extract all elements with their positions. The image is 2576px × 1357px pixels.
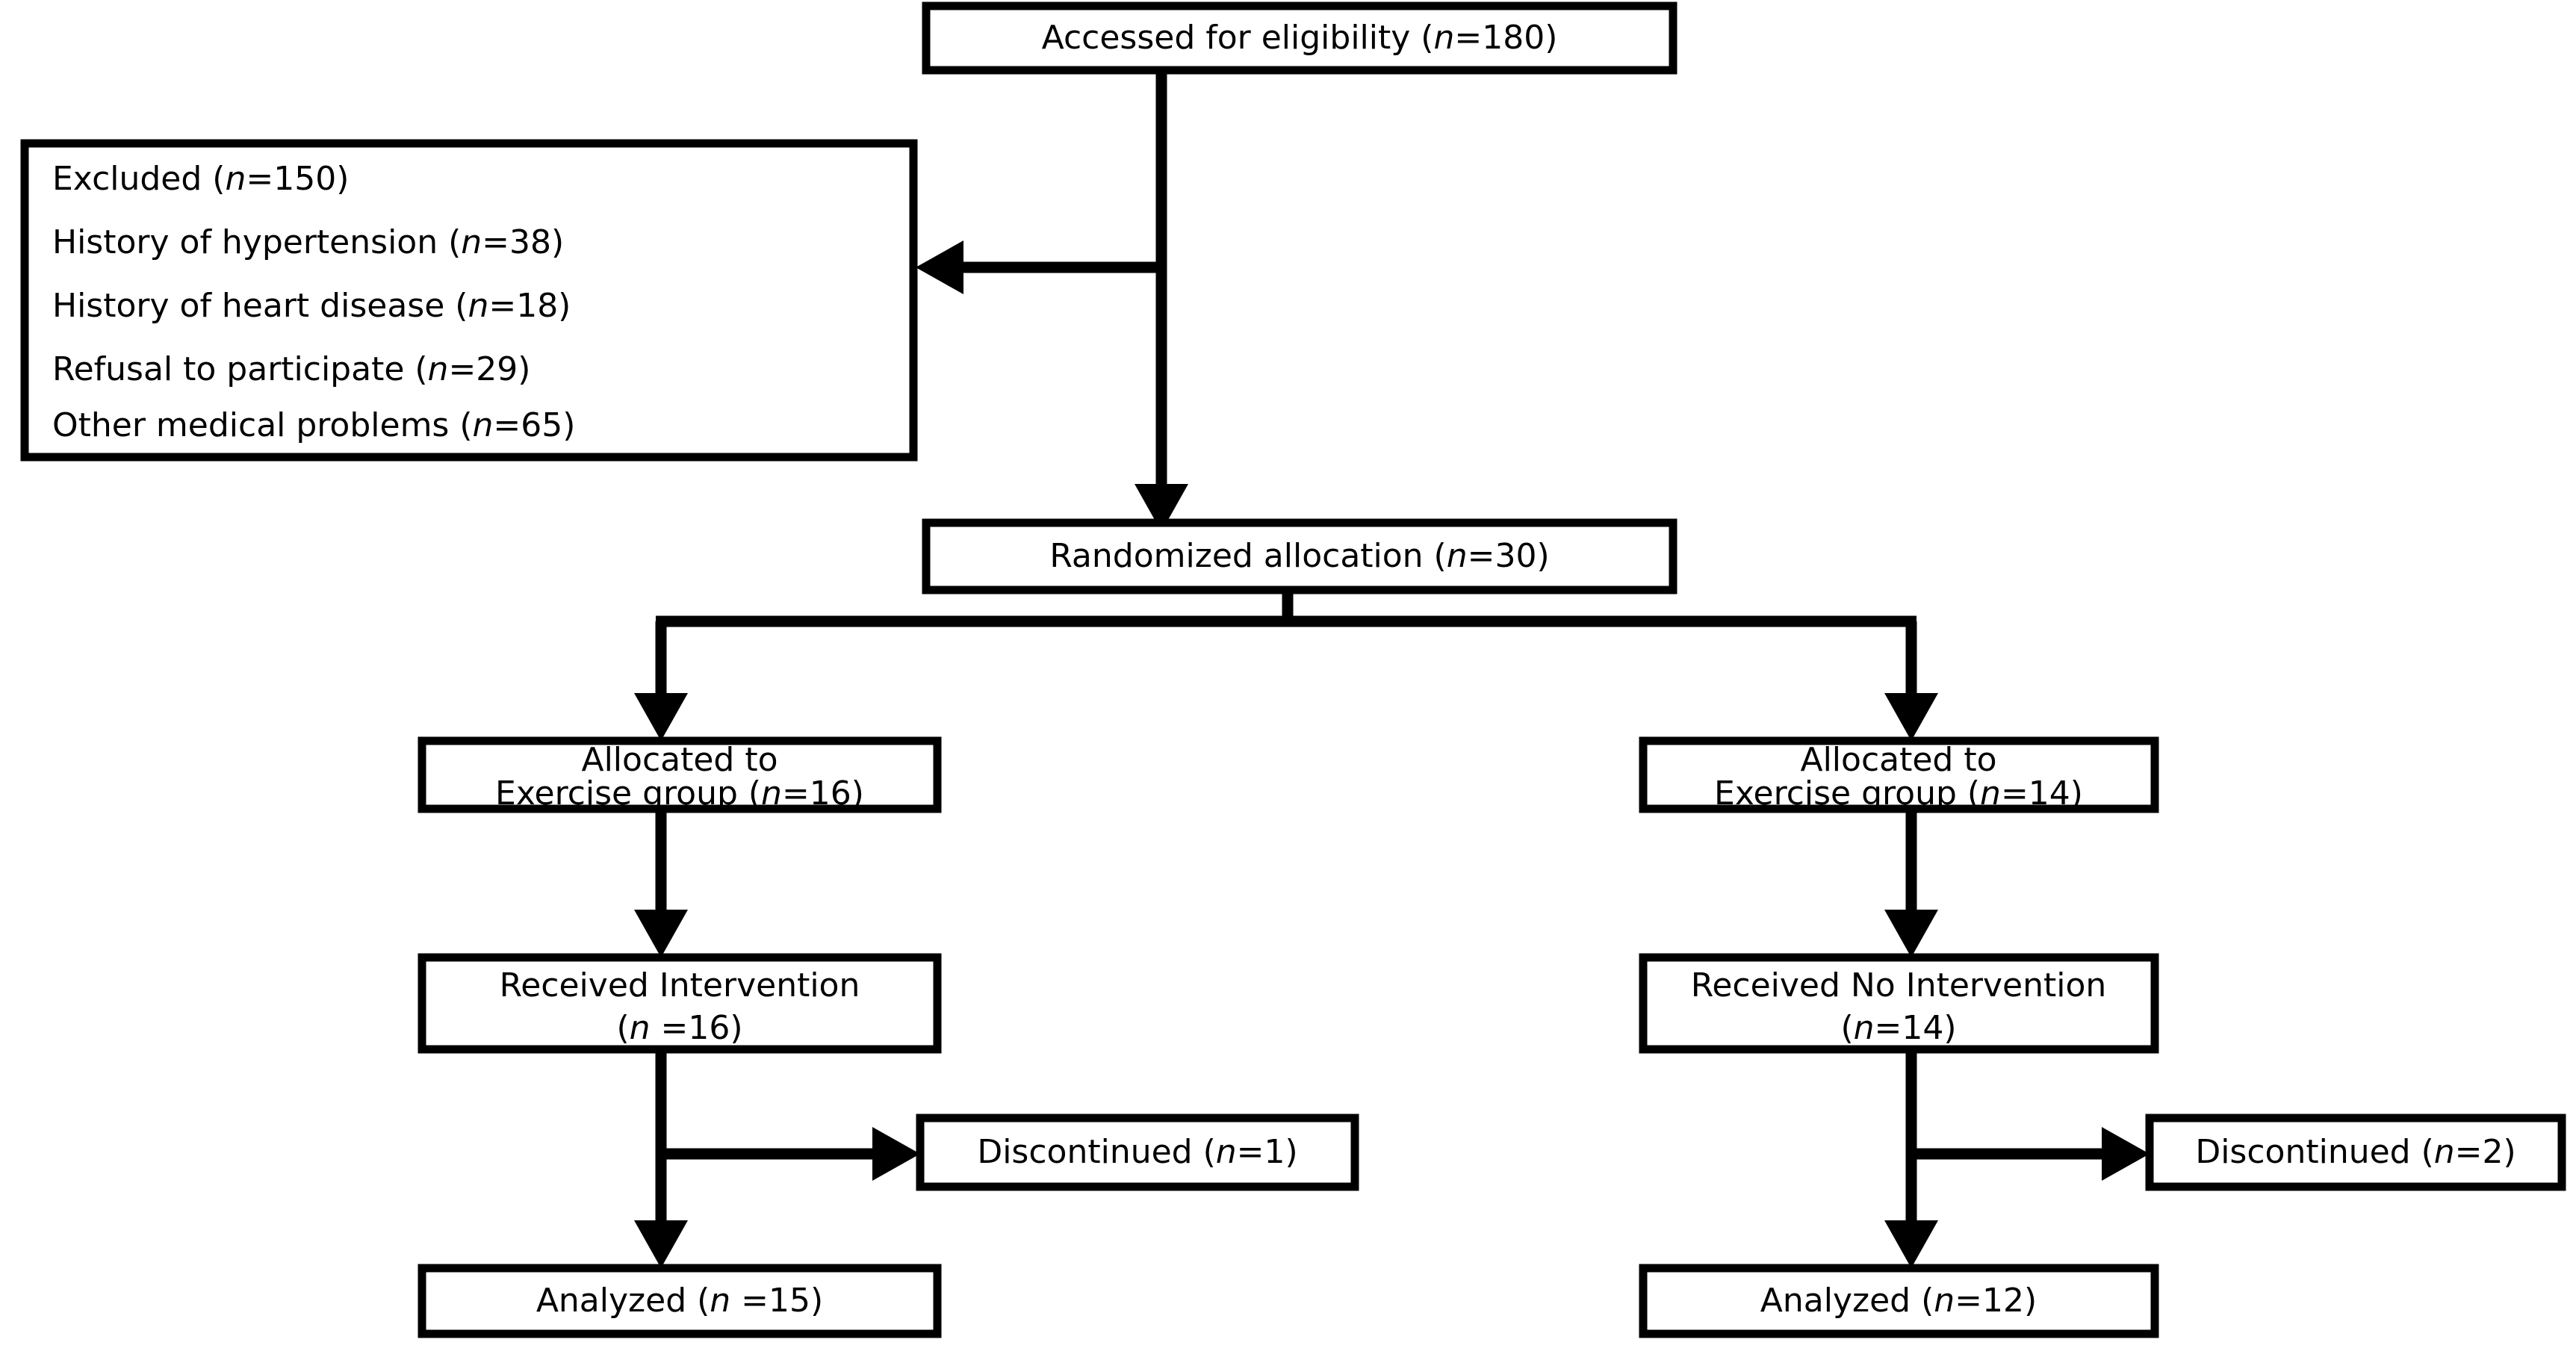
received-right-line-1: Received No Intervention xyxy=(1691,966,2107,1004)
node-accessed-for-eligibility[interactable]: Accessed for eligibility (n=180) xyxy=(922,1,1677,75)
node-received-left[interactable]: Received Intervention (n =16) xyxy=(418,953,942,1054)
discontinued-left-label: Discontinued (n=1) xyxy=(977,1133,1297,1171)
arrow-head-down-allocated-left xyxy=(634,693,688,741)
connector-allocated-right-to-received-right xyxy=(1884,809,1938,957)
allocated-right-box xyxy=(1639,736,2159,813)
received-left-line-1: Received Intervention xyxy=(500,966,860,1004)
analyzed-right-box xyxy=(1639,1264,2159,1338)
node-allocated-left[interactable]: Allocated to Exercise group (n=16) xyxy=(418,736,942,813)
arrow-head-down-analyzed-left xyxy=(634,1220,688,1268)
node-analyzed-left[interactable]: Analyzed (n =15) xyxy=(418,1264,942,1338)
discontinued-right-label: Discontinued (n=2) xyxy=(2195,1133,2516,1171)
connector-randomized-split xyxy=(634,590,1938,741)
allocated-right-line-2: Exercise group (n=14) xyxy=(1714,774,2083,813)
node-discontinued-left[interactable]: Discontinued (n=1) xyxy=(916,1114,1359,1191)
connector-trunk-to-excluded xyxy=(916,240,1161,294)
allocated-left-line-2: Exercise group (n=16) xyxy=(495,774,864,813)
accessed-for-eligibility-label: Accessed for eligibility (n=180) xyxy=(1042,19,1558,57)
analyzed-right-label: Analyzed (n=12) xyxy=(1760,1282,2037,1320)
connector-received-right-to-analyzed-right xyxy=(1884,1049,2150,1268)
received-left-line-2: (n =16) xyxy=(616,1009,742,1047)
arrow-head-down-randomized xyxy=(1135,484,1188,532)
excluded-line-3: History of heart disease (n=18) xyxy=(52,287,571,325)
randomized-allocation-label: Randomized allocation (n=30) xyxy=(1049,537,1549,575)
excluded-line-4: Refusal to participate (n=29) xyxy=(52,350,530,388)
received-left-box xyxy=(418,953,942,1054)
arrow-head-down-received-left xyxy=(634,910,688,957)
analyzed-left-box xyxy=(418,1264,942,1338)
arrow-head-right-discontinued-left xyxy=(872,1127,920,1181)
excluded-line-2: History of hypertension (n=38) xyxy=(52,223,564,261)
received-right-box xyxy=(1639,953,2159,1054)
connector-allocated-left-to-received-left xyxy=(634,809,688,957)
node-randomized-allocation[interactable]: Randomized allocation (n=30) xyxy=(922,518,1677,594)
node-received-right[interactable]: Received No Intervention (n=14) xyxy=(1639,953,2159,1054)
arrow-head-down-allocated-right xyxy=(1884,693,1938,741)
received-right-line-2: (n=14) xyxy=(1840,1009,1956,1047)
excluded-line-1: Excluded (n=150) xyxy=(52,160,349,198)
node-allocated-right[interactable]: Allocated to Exercise group (n=14) xyxy=(1639,736,2159,813)
accessed-for-eligibility-box xyxy=(922,1,1677,75)
analyzed-left-label: Analyzed (n =15) xyxy=(536,1282,823,1320)
node-analyzed-right[interactable]: Analyzed (n=12) xyxy=(1639,1264,2159,1338)
allocated-left-box xyxy=(418,736,942,813)
connector-received-left-to-analyzed-left xyxy=(634,1049,920,1268)
discontinued-left-box xyxy=(916,1114,1359,1191)
allocated-left-line-1: Allocated to xyxy=(581,741,778,779)
node-discontinued-right[interactable]: Discontinued (n=2) xyxy=(2145,1114,2566,1191)
connector-eligibility-to-randomized xyxy=(1135,72,1188,532)
arrow-head-left-excluded xyxy=(916,240,963,294)
randomized-allocation-box xyxy=(922,518,1677,594)
arrow-head-right-discontinued-right xyxy=(2102,1127,2150,1181)
discontinued-right-box xyxy=(2145,1114,2566,1191)
excluded-line-5: Other medical problems (n=65) xyxy=(52,406,575,444)
node-excluded[interactable]: Excluded (n=150) History of hypertension… xyxy=(20,139,918,462)
excluded-box xyxy=(20,139,918,462)
arrow-head-down-received-right xyxy=(1884,910,1938,957)
allocated-right-line-1: Allocated to xyxy=(1800,741,1996,779)
arrow-head-down-analyzed-right xyxy=(1884,1220,1938,1268)
